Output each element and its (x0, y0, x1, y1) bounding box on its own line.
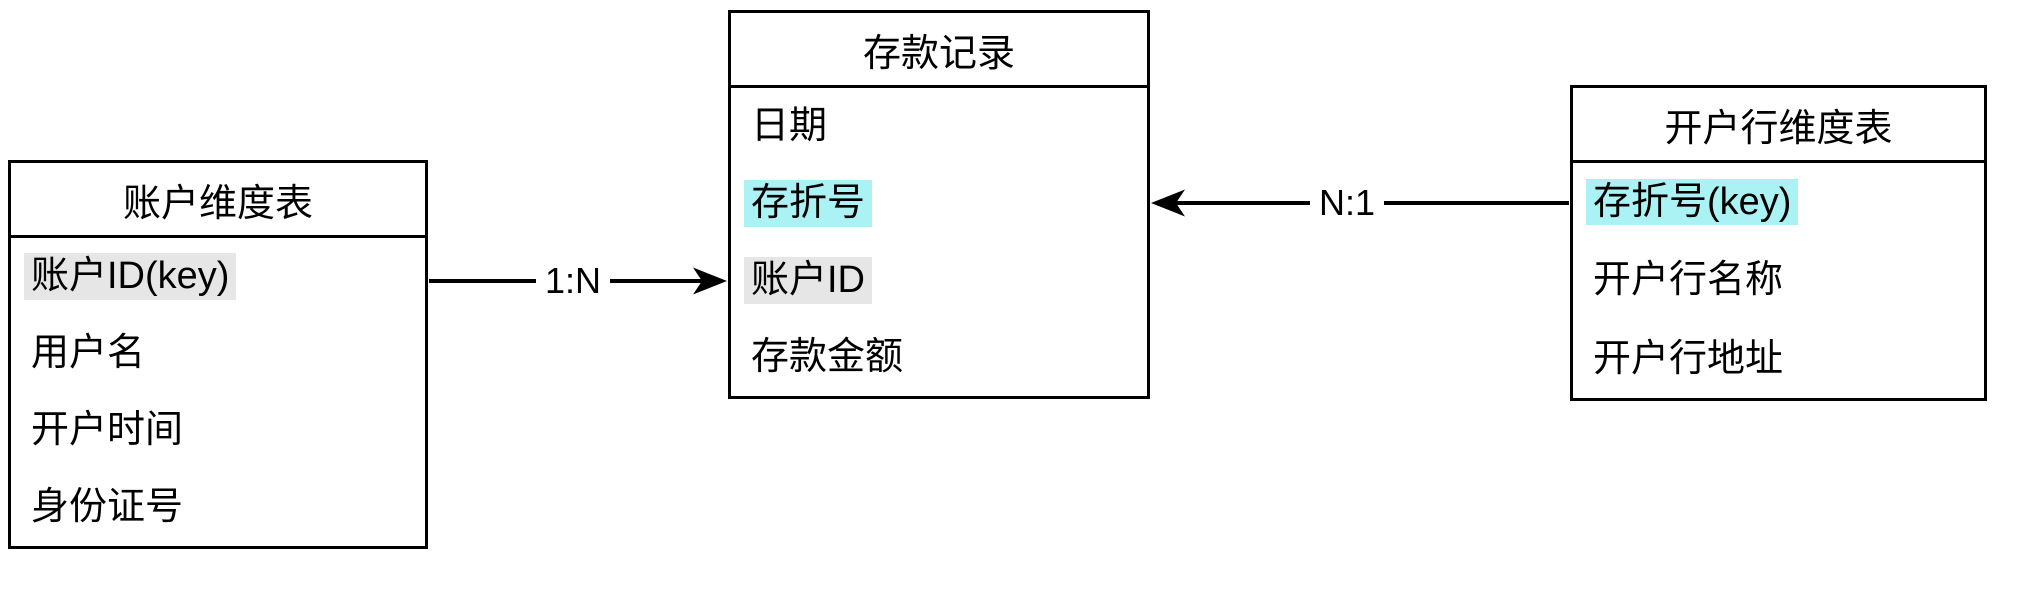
field-label: 身份证号 (31, 486, 184, 529)
field-label-fk-account: 账户ID (744, 257, 873, 304)
field-row: 开户时间 (11, 392, 425, 469)
field-row: 存折号 (731, 165, 1147, 242)
field-row: 开户行地址 (1573, 320, 1984, 398)
table-rows: 存折号(key) 开户行名称 开户行地址 (1573, 163, 1984, 398)
field-label-key: 账户ID(key) (24, 253, 237, 300)
field-label: 开户行名称 (1593, 259, 1784, 302)
field-row: 账户ID(key) (11, 238, 425, 315)
field-row: 日期 (731, 88, 1147, 165)
relation-label-n1: N:1 (1309, 182, 1385, 224)
field-row: 身份证号 (11, 469, 425, 546)
table-title: 账户维度表 (11, 163, 425, 238)
table-title: 开户行维度表 (1573, 88, 1984, 163)
field-label: 开户时间 (31, 409, 184, 452)
field-row: 存折号(key) (1573, 163, 1984, 241)
entity-table-deposit-record: 存款记录 日期 存折号 账户ID 存款金额 (728, 10, 1150, 399)
field-label-key: 存折号(key) (1586, 178, 1799, 226)
field-label: 开户行地址 (1593, 337, 1784, 380)
table-title: 存款记录 (731, 13, 1147, 88)
field-row: 账户ID (731, 242, 1147, 319)
relation-label-1n: 1:N (535, 260, 611, 302)
field-row: 存款金额 (731, 319, 1147, 396)
field-label-fk-passbook: 存折号 (744, 180, 873, 227)
entity-table-account: 账户维度表 账户ID(key) 用户名 开户时间 身份证号 (8, 160, 428, 549)
arrowhead-account-to-deposit (693, 267, 727, 295)
field-label: 存款金额 (751, 336, 904, 379)
field-row: 用户名 (11, 315, 425, 392)
field-row: 开户行名称 (1573, 241, 1984, 319)
entity-table-bank: 开户行维度表 存折号(key) 开户行名称 开户行地址 (1570, 85, 1987, 401)
field-label: 日期 (751, 105, 828, 148)
arrowhead-bank-to-deposit (1151, 189, 1185, 217)
table-rows: 账户ID(key) 用户名 开户时间 身份证号 (11, 238, 425, 546)
table-rows: 日期 存折号 账户ID 存款金额 (731, 88, 1147, 396)
field-label: 用户名 (31, 332, 146, 375)
